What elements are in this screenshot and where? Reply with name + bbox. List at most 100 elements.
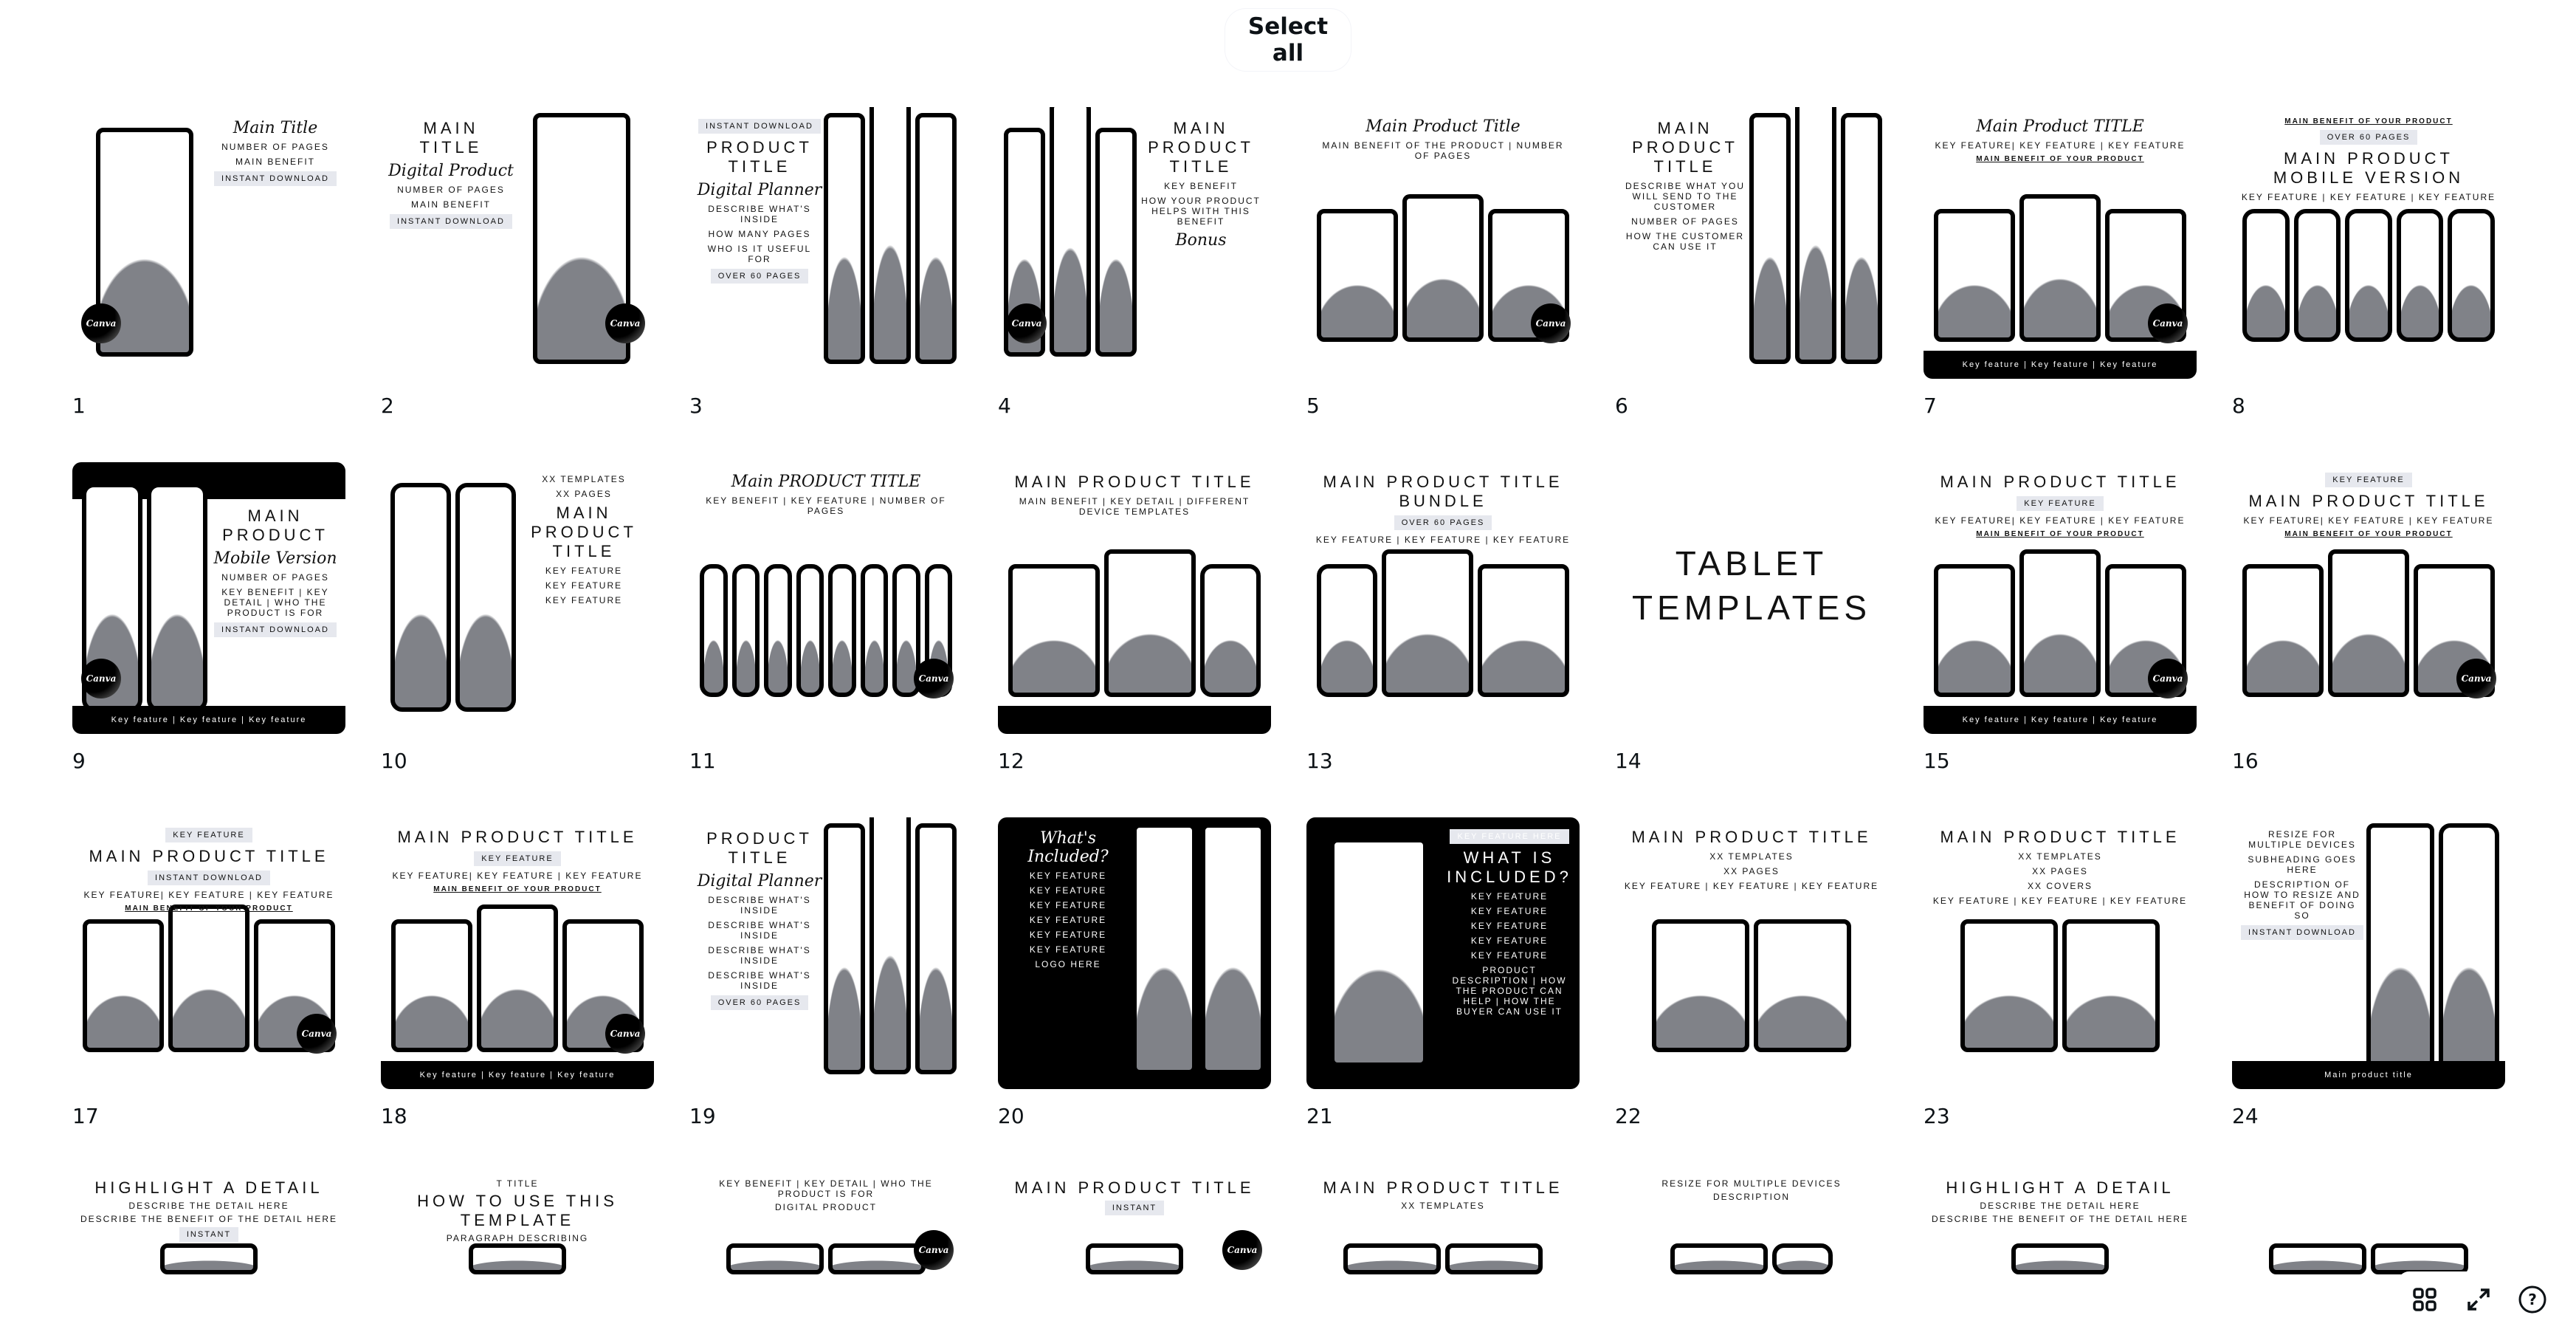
page-cell: Key featureMain product titleKey feature… (2232, 462, 2505, 817)
tablet-mockup-icon (391, 919, 472, 1052)
page-thumbnail[interactable]: Main benefit of your productOver 60 page… (2232, 107, 2505, 379)
page-number: 2 (381, 394, 394, 418)
thumbnail-text-line: Main benefit (410, 199, 491, 210)
thumbnail-text-line: Number of pages (221, 572, 329, 583)
page-thumbnail[interactable]: Main product titleInstantCanva (998, 1173, 1271, 1274)
device-mockups (102, 1243, 316, 1274)
device-mockups (2242, 209, 2495, 342)
thumbnail-text-line: Subheading goes here (2248, 854, 2357, 875)
phone-mockup-icon (796, 564, 824, 697)
page-thumbnail[interactable]: Resize for multiple devicesSubheading go… (2232, 817, 2505, 1089)
tablet-mockup-icon (1330, 838, 1428, 1067)
page-thumbnail[interactable]: Main Product TitleMain benefit of the pr… (1306, 107, 1580, 379)
thumbnail-text: Main product titleKey featureKey feature… (388, 828, 647, 893)
page-thumbnail[interactable]: Main TitleNumber of pagesMain benefitIns… (72, 107, 345, 379)
page-cell: Main product titleXX templates (1306, 1173, 1580, 1274)
page-grid-scroll[interactable]: Main TitleNumber of pagesMain benefitIns… (0, 107, 2576, 1274)
page-thumbnail[interactable]: Key featureMain product titleKey feature… (2232, 462, 2505, 734)
page-cell: Main Product TitleMain benefit of the pr… (1306, 107, 1580, 462)
tablet-mockup-icon (828, 1243, 926, 1274)
thumbnail-text-line: Key feature (474, 851, 561, 866)
thumbnail-text-line: Key benefit | Key detail | Who the produ… (221, 587, 329, 618)
device-mockups (1132, 823, 1265, 1074)
device-mockups (1749, 107, 1882, 364)
page-thumbnail[interactable]: Main Product TITLEKey feature| Key featu… (1924, 107, 2197, 379)
thumbnail-footer-bar: Key feature | Key feature | Key feature (381, 1061, 654, 1089)
fullscreen-button[interactable] (2461, 1282, 2496, 1317)
thumbnail-text-line: XX pages (1723, 866, 1780, 876)
help-button[interactable]: ? (2515, 1282, 2550, 1317)
page-thumbnail[interactable]: Highlight a detailDescribe the detail he… (1924, 1173, 2197, 1274)
thumbnail-text-line: Paragraph describing (446, 1233, 589, 1243)
thumbnail-text-line: XX templates (542, 474, 626, 484)
thumbnail-text-line: Description (1712, 1192, 1790, 1202)
thumbnail-text-line: Key feature (2017, 496, 2104, 511)
thumbnail-text-line: Instant download (698, 119, 821, 134)
thumbnail-text-line: Digital Product (388, 162, 514, 180)
page-thumbnail[interactable]: Main product titleXX templatesXX pagesXX… (1924, 817, 2197, 1089)
phone-mockup-icon (455, 483, 516, 712)
thumbnail-text-line: Key feature (1029, 915, 1107, 925)
select-all-button[interactable]: Select all (1225, 9, 1351, 71)
page-cell: Resize for multiple devicesDescription (1615, 1173, 1888, 1274)
page-thumbnail[interactable]: Resize for multiple devicesDescription (1615, 1173, 1888, 1274)
thumbnail-text: Main product title BUNDLEOver 60 pagesKe… (1314, 473, 1572, 545)
device-mockups (83, 904, 335, 1052)
page-number: 18 (381, 1104, 407, 1128)
thumbnail-text-line: T title (496, 1178, 539, 1189)
device-mockups (387, 483, 520, 712)
thumbnail-text-line: Instant download (214, 622, 337, 637)
thumbnail-text-line: Key feature (1029, 885, 1107, 896)
page-thumbnail[interactable]: Main PRODUCT TITLEKey benefit | Key feat… (689, 462, 962, 734)
thumbnail-text-line: Instant download (390, 214, 512, 229)
page-thumbnail[interactable]: Main product titleKey featureKey feature… (1924, 462, 2197, 734)
thumbnail-text-line: Key feature| Key feature | Key feature (83, 890, 334, 900)
page-thumbnail[interactable]: Main product title BUNDLEOver 60 pagesKe… (1306, 462, 1580, 734)
thumbnail-text-line: Highlight a detail (1946, 1178, 2174, 1197)
page-thumbnail[interactable]: What's Included?Key featureKey featureKe… (998, 817, 1271, 1089)
tablet-mockup-icon (2328, 549, 2409, 697)
tablet-mockup-icon (1749, 113, 1791, 364)
page-thumbnail[interactable]: Main TitleDigital ProductNumber of pages… (381, 107, 654, 379)
phone-mockup-icon (860, 564, 888, 697)
thumbnail-text-line: XX templates (1709, 851, 1794, 862)
page-thumbnail[interactable]: Product titleDigital PlannerDescribe wha… (689, 817, 962, 1089)
page-cell: Main product titleMain benefit | Key det… (998, 462, 1271, 817)
tablet-mockup-icon (2242, 564, 2324, 697)
thumbnail-text-line: How your product helps with this benefit (1141, 196, 1261, 227)
page-thumbnail[interactable]: Instant downloadProduct titleDigital Pla… (689, 107, 962, 379)
tablet-mockup-icon (1934, 209, 2015, 342)
page-thumbnail[interactable]: Main product titleDescribe what you will… (1615, 107, 1888, 379)
thumbnail-text-line: Resize for multiple devices (2248, 829, 2356, 850)
thumbnail-text-line: Number of pages (1631, 216, 1739, 227)
page-thumbnail[interactable]: Main productMobile VersionNumber of page… (72, 462, 345, 734)
thumbnail-text-line: Main product title (1631, 828, 1872, 846)
page-thumbnail[interactable]: Main product titleXX templates (1306, 1173, 1580, 1274)
page-thumbnail[interactable]: Main product titleXX templatesXX pagesKe… (1615, 817, 1888, 1089)
page-thumbnail[interactable]: Key featureMain product titleInstant dow… (72, 817, 345, 1089)
thumbnail-text: Resize for multiple devicesDescription (1622, 1178, 1881, 1202)
page-thumbnail[interactable]: Key feature hereWhat is included?Key fea… (1306, 817, 1580, 1089)
thumbnail-text-line: What's Included? (1027, 829, 1109, 866)
page-thumbnail[interactable] (2232, 1173, 2505, 1274)
page-thumbnail[interactable]: Main product titleKey benefitHow your pr… (998, 107, 1271, 379)
page-grid: Main TitleNumber of pagesMain benefitIns… (72, 107, 2505, 1274)
device-mockups (1953, 1243, 2167, 1274)
page-thumbnail[interactable]: TabletTemplates (1615, 462, 1888, 734)
page-cell: XX templatesXX pagesMain product titleKe… (381, 462, 654, 817)
page-thumbnail[interactable]: Highlight a detailDescribe the detail he… (72, 1173, 345, 1274)
thumbnail-text-line: XX templates (2018, 851, 2102, 862)
page-number: 6 (1615, 394, 1628, 418)
thumbnail-footer-bar: Key feature | Key feature | Key feature (72, 706, 345, 734)
page-thumbnail[interactable]: XX templatesXX pagesMain product titleKe… (381, 462, 654, 734)
thumbnail-text-line: Key feature (545, 566, 623, 576)
page-thumbnail[interactable]: Main product titleMain benefit | Key det… (998, 462, 1271, 734)
tablet-mockup-icon (869, 817, 911, 1074)
thumbnail-text-line: Key feature (1470, 950, 1549, 961)
page-thumbnail[interactable]: Key benefit | Key detail | Who the produ… (689, 1173, 962, 1274)
tablet-mockup-icon (1132, 823, 1196, 1074)
grid-view-button[interactable] (2407, 1282, 2442, 1317)
page-thumbnail[interactable]: Main product titleKey featureKey feature… (381, 817, 654, 1089)
thumbnail-text: Main product titleXX templatesXX pagesXX… (1931, 828, 2189, 906)
page-thumbnail[interactable]: T titleHow to use this templateParagraph… (381, 1173, 654, 1274)
